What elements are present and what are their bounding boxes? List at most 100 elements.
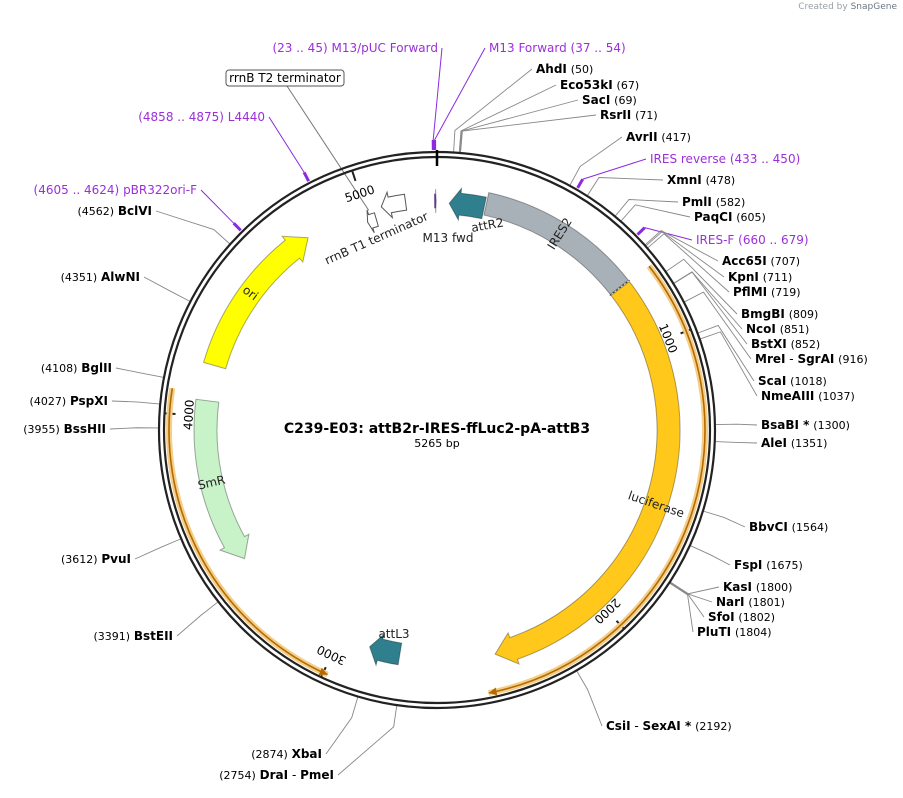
enzyme-label-pvui[interactable]: (3612) PvuI — [61, 552, 131, 566]
enzyme-position: (71) — [635, 109, 658, 122]
enzyme-label-scai[interactable]: ScaI (1018) — [758, 374, 827, 388]
primer-marker[interactable] — [302, 171, 310, 182]
enzyme-label-acc65i[interactable]: Acc65I (707) — [722, 254, 800, 268]
enzyme-name: PaqCI — [694, 210, 732, 224]
enzyme-position: (2192) — [695, 720, 732, 733]
enzyme-leader-line — [714, 441, 758, 444]
feature-luciferase[interactable] — [494, 280, 681, 665]
enzyme-position: (3391) — [93, 630, 130, 643]
primer-range: (433 .. 450) — [730, 152, 800, 166]
enzyme-label-pluti[interactable]: PluTI (1804) — [697, 625, 772, 639]
feature-label-rrnb-t2-terminator: rrnB T2 terminator — [229, 71, 341, 85]
enzyme-name-2: SexAI — [643, 719, 681, 733]
enzyme-position: (2874) — [251, 748, 288, 761]
enzyme-label-saci[interactable]: SacI (69) — [582, 93, 637, 107]
enzyme-leader-line — [689, 545, 731, 566]
enzyme-label-bstxi[interactable]: BstXI (852) — [751, 337, 820, 351]
feature-attr2[interactable] — [448, 186, 487, 222]
enzyme-label-bmgbi[interactable]: BmgBI (809) — [741, 307, 818, 321]
enzyme-leader-line — [109, 427, 160, 430]
primer-marker[interactable] — [576, 178, 584, 189]
feature-ires2[interactable] — [483, 191, 630, 296]
primer-label-ires-reverse: IRES reverse (433 .. 450) — [650, 152, 800, 166]
enzyme-position: (711) — [763, 271, 793, 284]
primer-leader-line — [582, 158, 647, 180]
enzyme-label-bsteii[interactable]: (3391) BstEII — [93, 629, 173, 643]
enzyme-label-sfoi[interactable]: SfoI (1802) — [708, 610, 775, 624]
enzyme-label-rsrii[interactable]: RsrII (71) — [600, 108, 658, 122]
feature-ori[interactable] — [202, 235, 309, 370]
enzyme-label-nmeaiii[interactable]: NmeAIII (1037) — [761, 389, 855, 403]
primer-name: IRES reverse — [650, 152, 726, 166]
enzyme-label-fspi[interactable]: FspI (1675) — [734, 558, 803, 572]
enzyme-label-pflmi[interactable]: PflMI (719) — [733, 285, 801, 299]
feature-attl3[interactable] — [369, 632, 403, 667]
enzyme-label-nari[interactable]: NarI (1801) — [716, 595, 785, 609]
feature-rrnb-t2-terminator[interactable] — [366, 209, 379, 233]
enzyme-label-paqci[interactable]: PaqCI (605) — [694, 210, 766, 224]
enzyme-label-kpni[interactable]: KpnI (711) — [728, 270, 792, 284]
enzyme-leader-line — [647, 233, 730, 293]
feature-label-m13-fwd: M13 fwd — [423, 231, 474, 245]
feature-label-smr: SmR — [196, 473, 226, 493]
enzyme-position: (582) — [716, 196, 746, 209]
primer-marker[interactable] — [232, 222, 242, 232]
tick-label: 4000 — [181, 399, 197, 430]
enzyme-label-mrei[interactable]: MreI - SgrAI (916) — [755, 352, 868, 366]
enzyme-label-alei[interactable]: AleI (1351) — [761, 436, 827, 450]
enzyme-position: (1804) — [735, 626, 772, 639]
enzyme-label-avrii[interactable]: AvrII (417) — [626, 130, 691, 144]
primer-label-m13-puc-forward: (23 .. 45) M13/pUC Forward — [272, 41, 438, 55]
primer-label-m13-forward: M13 Forward (37 .. 54) — [489, 41, 626, 55]
enzyme-label-bbvci[interactable]: BbvCI (1564) — [749, 520, 828, 534]
enzyme-label-pmli[interactable]: PmlI (582) — [682, 195, 745, 209]
enzyme-leader-line — [458, 84, 557, 153]
enzyme-leader-line — [683, 291, 752, 360]
enzyme-label-xmni[interactable]: XmnI (478) — [667, 173, 735, 187]
primer-label-ires-f: IRES-F (660 .. 679) — [696, 233, 809, 247]
enzyme-name-2: SgrAI — [797, 352, 834, 366]
enzyme-position: (69) — [614, 94, 637, 107]
enzyme-name: AlwNI — [101, 270, 140, 284]
enzyme-leader-line — [569, 136, 623, 186]
enzyme-star: * — [681, 719, 692, 733]
enzyme-label-bsshii[interactable]: (3955) BssHII — [23, 422, 106, 436]
enzyme-label-kasi[interactable]: KasI (1800) — [723, 580, 792, 594]
enzyme-label-bclvi[interactable]: (4562) BclVI — [77, 204, 152, 218]
enzyme-position: (478) — [706, 174, 736, 187]
enzyme-label-pspxi[interactable]: (4027) PspXI — [30, 394, 108, 408]
feature-rrnb-t1-terminator[interactable] — [380, 190, 408, 220]
primer-range: (4858 .. 4875) — [138, 110, 224, 124]
enzyme-leader-line — [143, 276, 191, 303]
enzyme-leader-line — [665, 258, 738, 315]
tick-mark — [351, 171, 357, 182]
primers: (23 .. 45) M13/pUC Forward M13 Forward (3… — [34, 41, 809, 247]
enzyme-label-bsabi[interactable]: BsaBI * (1300) — [761, 418, 850, 432]
enzyme-position: (50) — [571, 63, 594, 76]
primer-marker[interactable] — [636, 226, 646, 236]
primer-leader-line — [268, 116, 305, 173]
primer-range: (660 .. 679) — [738, 233, 808, 247]
feature-junction — [609, 279, 630, 296]
enzyme-label-eco53ki[interactable]: Eco53kI (67) — [560, 78, 639, 92]
leader-line — [286, 85, 370, 211]
enzyme-label-bglii[interactable]: (4108) BglII — [41, 361, 112, 375]
enzyme-label-ahdi[interactable]: AhdI (50) — [536, 62, 593, 76]
enzyme-position: (605) — [736, 211, 766, 224]
feature-m13-fwd[interactable] — [433, 188, 437, 214]
primer-name: M13 Forward — [489, 41, 567, 55]
enzyme-label-ncoi[interactable]: NcoI (851) — [746, 322, 809, 336]
enzyme-label-alwni[interactable]: (4351) AlwNI — [61, 270, 140, 284]
primer-leader-line — [644, 227, 693, 241]
enzyme-name: BsaBI — [761, 418, 799, 432]
enzyme-label-csii[interactable]: CsiI - SexAI * (2192) — [606, 719, 732, 733]
enzyme-name: AvrII — [626, 130, 658, 144]
plasmid-name: C239-E03: attB2r-IRES-ffLuc2-pA-attB3 — [284, 421, 590, 437]
enzyme-name: PspXI — [70, 394, 108, 408]
feature-smr[interactable] — [193, 398, 250, 560]
primer-leader-line — [434, 47, 486, 141]
enzyme-label-xbai[interactable]: (2874) XbaI — [251, 747, 322, 761]
enzyme-leader-line — [645, 231, 725, 278]
enzyme-label-drai[interactable]: (2754) DraI - PmeI — [219, 768, 334, 782]
